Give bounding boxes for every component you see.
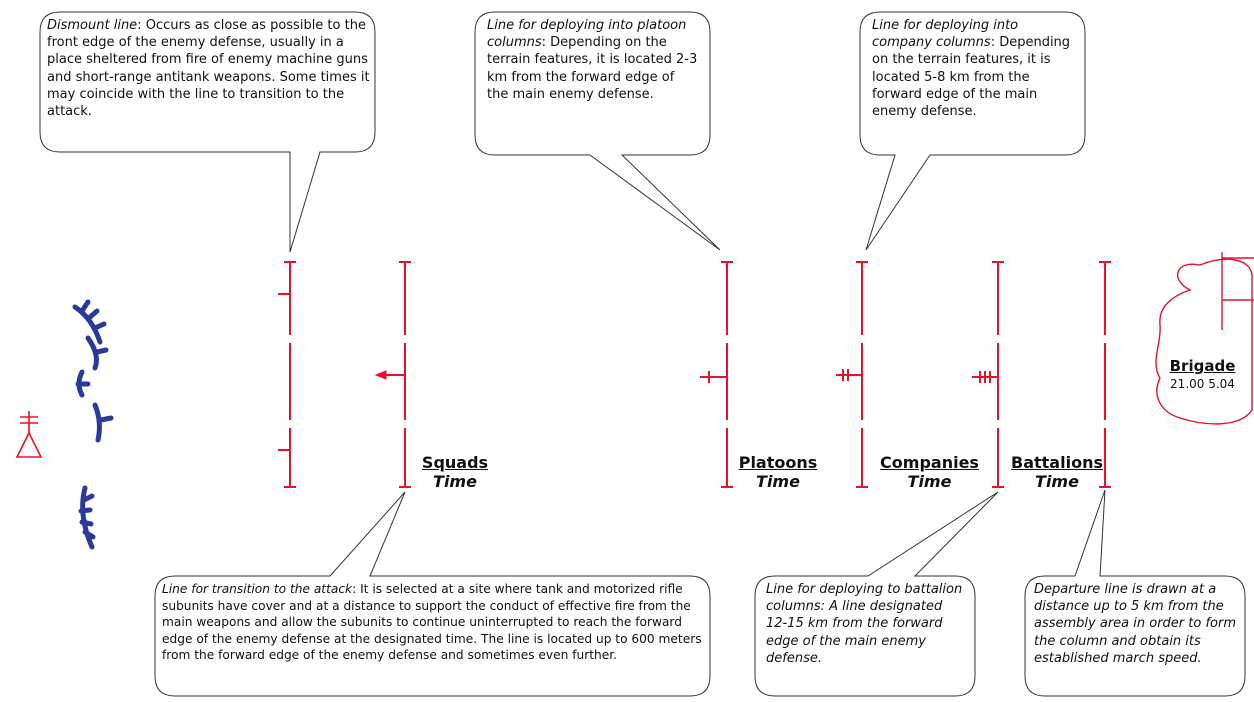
brigade-label: Brigade 21.00 5.04: [1160, 357, 1245, 391]
label-squads: Squads Time: [415, 453, 495, 491]
label-companies: Companies Time: [872, 453, 987, 491]
callout-transition-attack-lead: Line for transition to the attack: [162, 582, 353, 596]
enemy-position-1: [72, 304, 103, 345]
callout-dismount: Dismount line: Occurs as close as possib…: [47, 17, 371, 120]
callout-departure-text: Departure line is drawn at a distance up…: [1034, 582, 1237, 666]
callout-bubble-platoon-columns: [474, 11, 721, 251]
callout-battalion-columns-text: Line for deploying to battalion columns:…: [766, 582, 963, 666]
callout-company-columns-lead: Line for deploying into company columns: [872, 18, 1019, 51]
dismount-line: [278, 261, 296, 488]
callout-battalion-columns: Line for deploying to battalion columns:…: [766, 581, 966, 667]
label-squads-time: Time: [433, 472, 477, 491]
callout-dismount-lead: Dismount line: [47, 18, 138, 33]
callout-platoon-columns: Line for deploying into platoon columns:…: [487, 17, 699, 103]
callout-dismount-text: : Occurs as close as possible to the fro…: [47, 18, 370, 120]
callout-platoon-columns-text: : Depending on the terrain features, it …: [487, 35, 698, 102]
callout-bubble-transition-attack: [154, 491, 711, 697]
battalions-line: [972, 261, 1004, 488]
label-companies-time: Time: [907, 472, 952, 491]
label-battalions-unit: Battalions: [1011, 453, 1103, 472]
brigade-name: Brigade: [1169, 357, 1236, 375]
callout-platoon-columns-lead: Line for deploying into platoon columns: [487, 18, 687, 51]
enemy-position-5: [80, 485, 95, 550]
callout-bubble-company-columns: [859, 11, 1086, 251]
label-battalions: Battalions Time: [1002, 453, 1112, 491]
label-platoons-unit: Platoons: [738, 453, 818, 472]
callout-transition-attack-text: : It is selected at a site where tank an…: [162, 582, 702, 663]
observation-post-icon: [15, 411, 43, 458]
label-platoons-time: Time: [756, 472, 800, 491]
callout-company-columns: Line for deploying into company columns:…: [872, 17, 1077, 120]
enemy-position-4: [92, 402, 102, 443]
label-platoons: Platoons Time: [733, 453, 823, 491]
enemy-defense-positions: [72, 299, 114, 550]
callout-bubble-dismount: [39, 11, 376, 253]
label-battalions-time: Time: [1035, 472, 1079, 491]
callout-departure: Departure line is drawn at a distance up…: [1034, 581, 1240, 667]
brigade-assembly-area: [1155, 252, 1254, 425]
squads-line: [374, 261, 411, 488]
callout-bubble-departure: [1024, 489, 1246, 697]
callout-transition-attack: Line for transition to the attack: It is…: [162, 581, 702, 664]
label-squads-unit: Squads: [421, 453, 489, 472]
label-companies-unit: Companies: [880, 453, 979, 472]
callout-bubble-battalion-columns: [754, 491, 999, 697]
callout-company-columns-text: : Depending on the terrain features, it …: [872, 35, 1071, 120]
companies-line: [836, 261, 868, 488]
platoons-line: [700, 261, 733, 488]
brigade-times: 21.00 5.04: [1170, 377, 1235, 391]
departure-line: [1099, 261, 1111, 488]
